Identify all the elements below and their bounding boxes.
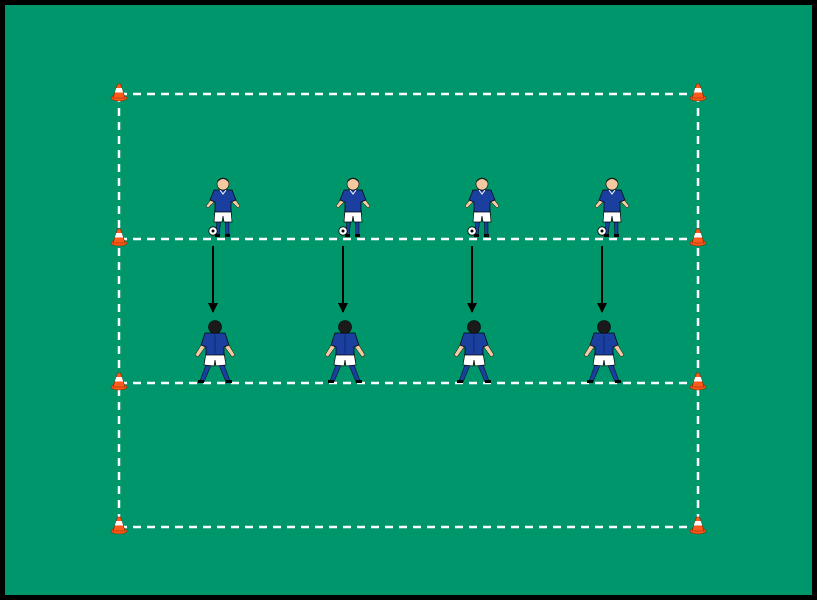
players [194,177,630,383]
boundary-lines [117,92,700,529]
cone-icon [689,83,707,102]
cones [110,83,707,535]
cone-icon [110,516,128,535]
receiver-player-icon [324,320,366,383]
cone-icon [689,516,707,535]
passer-player-icon [335,177,371,237]
receiver-player-icon [194,320,236,383]
cone-icon [110,228,128,247]
cone-icon [689,372,707,391]
receiver-player-icon [453,320,495,383]
pitch-surface [5,5,812,595]
pass-arrows [208,246,607,313]
cone-icon [110,83,128,102]
cone-icon [110,372,128,391]
cone-icon [689,228,707,247]
passer-player-icon [205,177,241,237]
passer-player-icon [464,177,500,237]
receiver-player-icon [583,320,625,383]
passer-player-icon [594,177,630,237]
